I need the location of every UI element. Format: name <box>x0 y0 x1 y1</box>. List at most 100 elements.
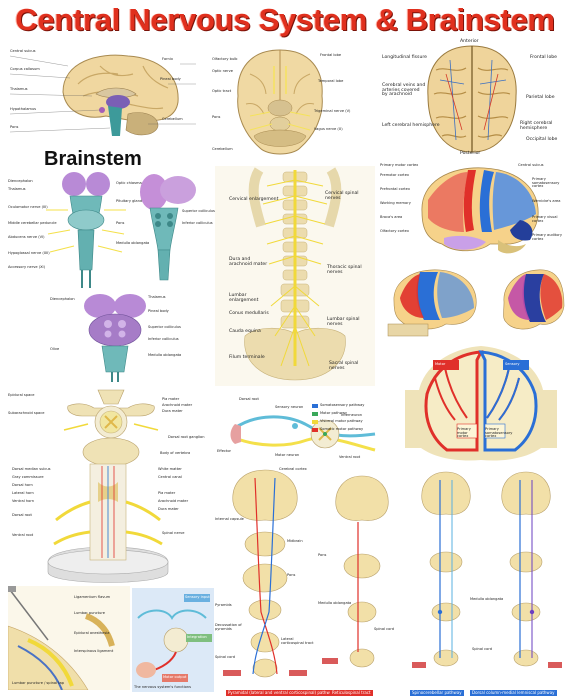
label-bs-oculomotor: Oculomotor nerve (III) <box>8 205 48 209</box>
inferior-brain-illustration <box>237 49 323 155</box>
label-cord-pia: Pia mater <box>158 491 176 495</box>
label-parietal-lobe: Parietal lobe <box>526 95 555 100</box>
label-arachnoid-mater: Arachnoid mater <box>162 403 193 407</box>
label-diencephalon: Diencephalon <box>8 179 33 183</box>
label-lat-prefrontal: Prefrontal cortex <box>380 187 410 191</box>
label-cerebellum: Cerebellum <box>162 117 183 121</box>
cord-3d-panel: Dorsal median sulcus Gray commissure Dor… <box>8 462 208 588</box>
label-interspinous-ligament: Interspinous ligament <box>74 649 114 653</box>
pathways-col3-illustration <box>412 471 562 668</box>
label-frontal-lobe-inferior: Frontal lobe <box>320 53 342 57</box>
label-path3-medulla: Medulla oblongata <box>470 597 504 601</box>
footer-caption-pyramidal: Pyramidal (lateral and ventral corticosp… <box>226 690 339 696</box>
lumbar-caption: Lumbar puncture / spinal tap <box>12 681 65 685</box>
label-filum-terminale: Filum terminale <box>229 355 265 360</box>
reflex-arc-illustration <box>230 415 376 452</box>
label-primary-somatosensory-cortex: Primary somatosensory cortex <box>485 427 513 439</box>
label-dorsal-pineal: Pineal body <box>148 309 169 313</box>
label-cauda-equina: Cauda equina <box>229 329 261 334</box>
label-lat-premotor: Premotor cortex <box>380 173 409 177</box>
legend-swatch-red <box>312 428 318 432</box>
label-bs-accessory: Accessory nerve (XI) <box>8 265 46 269</box>
label-reflex-effector: Effector <box>217 449 232 453</box>
label-path1-spinal-cord: Spinal cord <box>215 655 236 659</box>
label-sensory-input: Sensory input <box>185 595 210 599</box>
label-thoracic-spinal-nerves: Thoracic spinal nerves <box>327 265 362 275</box>
label-lumbar-enlargement: Lumbar enlargement <box>229 293 259 303</box>
lumbar-puncture-illustration <box>8 586 130 690</box>
label-lat-motor-areas: Primary motor cortex <box>380 163 419 167</box>
label-cord-ventral-root: Ventral root <box>12 533 34 537</box>
legend-swatch-yellow <box>312 420 318 424</box>
label-reflex-interneuron: Interneuron <box>341 413 363 417</box>
pathways-col2-panel: Pons Medulla oblongata Spinal cord <box>318 462 406 688</box>
label-trigeminal-nerve: Trigeminal nerve (V) <box>314 109 351 113</box>
label-conus-medullaris: Conus medullaris <box>229 311 269 316</box>
spinal-column-panel: Cervical enlargement Cervical spinal ner… <box>215 166 375 386</box>
label-dorsal-inferior-colliculus: Inferior colliculus <box>148 337 179 341</box>
label-ventral-horn: Ventral horn <box>12 499 35 503</box>
label-dura-arachnoid: Dura and arachnoid mater <box>229 257 268 267</box>
label-olfactory-bulb: Olfactory bulb <box>212 57 238 61</box>
label-lat-olfactory: Olfactory cortex <box>380 229 409 233</box>
legend-item-3: Visceral motor pathway <box>320 419 363 423</box>
pathways-col3-panel: Medulla oblongata Spinal cord <box>410 462 566 688</box>
label-lat-wernicke: Wernicke's area <box>532 199 561 203</box>
label-lumbar-puncture: Lumbar puncture <box>74 611 105 615</box>
label-reflex-motor-neuron: Motor neuron <box>275 453 300 457</box>
label-reflex-ventral-root: Ventral root <box>339 455 361 459</box>
label-central-sulcus: Central sulcus <box>10 49 36 53</box>
label-frontal-lobe: Frontal lobe <box>530 55 557 60</box>
label-body-of-vertebra: Body of vertebra <box>160 451 191 455</box>
label-path2-medulla: Medulla oblongata <box>318 601 352 605</box>
label-lat-central-sulcus: Central sulcus <box>518 163 544 167</box>
label-cord-central-canal: Central canal <box>158 475 182 479</box>
label-epidural-anesthesia: Epidural anesthesia <box>74 631 110 635</box>
label-left-hemisphere: Left cerebral hemisphere <box>382 123 440 128</box>
label-dorsal-diencephalon: Diencephalon <box>50 297 75 301</box>
label-path1-pyramids: Pyramids <box>215 603 232 607</box>
functions-caption: The nervous system's functions <box>134 685 191 689</box>
legend-swatch-green <box>312 412 318 416</box>
label-hypothalamus: Hypothalamus <box>10 107 37 111</box>
poster-title: Central Nervous System & Brainstem <box>15 2 555 37</box>
label-bs-pons: Pons <box>116 221 125 225</box>
lumbar-puncture-panel: Ligamentum flavum Lumbar puncture Epidur… <box>8 586 130 690</box>
label-gray-commissure: Gray commissure <box>12 475 44 479</box>
label-path1-midbrain: Midbrain <box>287 539 303 543</box>
label-right-hemisphere: Right cerebral hemisphere <box>520 121 553 131</box>
label-path1-cortex: Cerebral cortex <box>279 467 307 471</box>
label-pineal-body: Pineal body <box>160 77 181 81</box>
pathways-col1-illustration <box>223 469 307 678</box>
label-cord-dura: Dura mater <box>158 507 179 511</box>
label-lateral-horn: Lateral horn <box>12 491 34 495</box>
label-vagus-nerve: Vagus nerve (X) <box>314 127 343 131</box>
label-lat-somatosensory: Primary somatosensory cortex <box>532 177 560 189</box>
label-longitudinal-fissure: Longitudinal fissure <box>382 55 427 60</box>
label-inferior-pons: Pons <box>212 115 221 119</box>
homunculus-illustration <box>405 346 557 461</box>
label-bs-superior-colliculus: Superior colliculus <box>182 209 215 213</box>
label-occipital-lobe: Occipital lobe <box>526 137 558 142</box>
label-epidural-space: Epidural space <box>8 393 35 397</box>
label-primary-motor-cortex: Primary motor cortex <box>457 427 471 439</box>
pathways-col1-panel: Cerebral cortex Internal capsule Midbrai… <box>215 462 315 688</box>
label-lat-working-memory: Working memory <box>380 201 411 205</box>
homunculus-panel: Motor Sensory Primary motor cortex Prima… <box>395 338 567 468</box>
label-dorsal-olive: Olive <box>50 347 60 351</box>
label-bs-optic-chiasma: Optic chiasma <box>116 181 142 185</box>
label-bs-abducens: Abducens nerve (VI) <box>8 235 45 239</box>
label-reflex-sensory-neuron: Sensory neuron <box>275 405 304 409</box>
label-bs-inferior-colliculus: Inferior colliculus <box>182 221 213 225</box>
footer-caption-spinocerebellar: Spinocerebellar pathway <box>410 690 464 696</box>
footer-caption-reticulospinal: Reticulospinal tract <box>330 690 373 696</box>
label-reflex-dorsal-root: Dorsal root <box>239 397 259 401</box>
cord-3d-illustration <box>47 463 169 583</box>
brainstem-dorsal-illustration <box>84 294 146 382</box>
label-thalamus: Thalamus <box>10 87 28 91</box>
label-pons: Pons <box>10 125 19 129</box>
functions-illustration <box>132 588 214 692</box>
footer-caption-dorsal-column: Dorsal column-medial lemniscal pathway <box>470 690 557 696</box>
label-fornix: Fornix <box>162 57 173 61</box>
label-dorsal-thalamus: Thalamus <box>148 295 166 299</box>
